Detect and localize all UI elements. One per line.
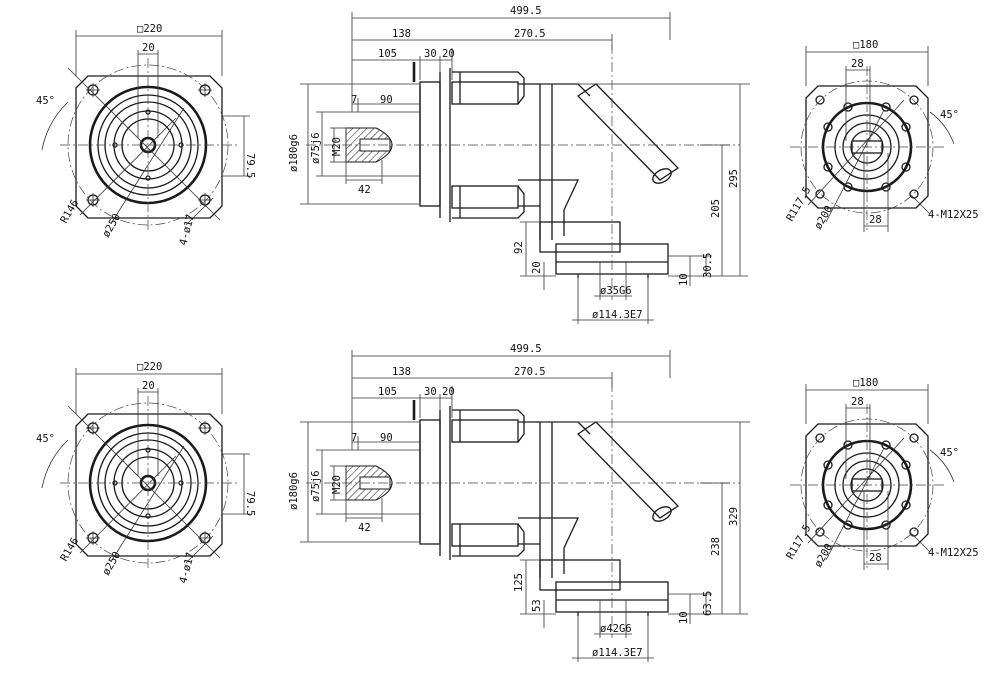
lower-side-flange-label: ø114.3E7 [592,647,643,659]
upper-side-m20-label: M20 [331,137,343,156]
upper-front-pcd-label: ø250 [100,212,123,240]
upper-side-shaft-label: ø75j6 [310,132,322,164]
lower-side-h63-label: 63.5 [702,591,714,616]
upper-side-bore-label: ø35G6 [600,285,632,297]
upper-side-138-label: 138 [392,28,411,40]
upper-side-h20-label: 20 [531,261,543,274]
lower-front-offset-label: 79.5 [244,491,256,516]
upper-end-square-label: □180 [853,39,878,51]
upper-front-view: □220 20 45° 79.5 R146 ø250 4-ø17 [36,23,256,247]
upper-front-angle-label: 45° [36,95,55,107]
lower-side-138-label: 138 [392,366,411,378]
lower-side-90-label: 90 [380,432,393,444]
lower-front-key-label: 20 [142,380,155,392]
upper-end-thread-label: 4-M12X25 [928,209,979,221]
upper-end-key2-label: 28 [869,214,882,226]
upper-front-radius-label: R146 [58,198,81,226]
upper-side-105-label: 105 [378,48,397,60]
lower-end-pcd-label: ø200 [812,542,835,570]
lower-side-shaft-label: ø75j6 [310,470,322,502]
lower-side-view: 499.5 138 270.5 105 30 20 7 90 42 M20 ø7… [288,343,752,664]
upper-side-h205-label: 205 [710,199,722,218]
lower-side-h125-label: 125 [513,573,525,592]
lower-end-key2-label: 28 [869,552,882,564]
lower-end-thread-label: 4-M12X25 [928,547,979,559]
lower-end-key-label: 28 [851,396,864,408]
lower-side-pilot-label: ø180g6 [288,472,300,510]
lower-front-angle-label: 45° [36,433,55,445]
upper-side-flange-label: ø114.3E7 [592,309,643,321]
lower-side-h329-label: 329 [728,507,740,526]
upper-side-7-label: 7 [351,94,357,106]
upper-drawing: □220 20 45° 79.5 R146 ø250 4-ø17 499.5 1… [36,5,979,326]
upper-side-30-label: 30 [424,48,437,60]
upper-side-total-label: 499.5 [510,5,542,17]
upper-side-42-label: 42 [358,184,371,196]
lower-side-7-label: 7 [351,432,357,444]
lower-side-m20-label: M20 [331,475,343,494]
upper-end-view: □180 28 28 45° R117.5 ø200 4-M12X25 [784,39,979,234]
lower-front-square-label: □220 [137,361,162,373]
lower-side-42-label: 42 [358,522,371,534]
upper-front-key-label: 20 [142,42,155,54]
lower-side-h10-label: 10 [678,611,690,624]
lower-side-h238-label: 238 [710,537,722,556]
upper-side-view: 499.5 138 270.5 105 30 20 7 90 42 M20 ø7… [288,5,752,326]
upper-end-key-label: 28 [851,58,864,70]
upper-side-90-label: 90 [380,94,393,106]
upper-front-square-label: □220 [137,23,162,35]
upper-side-h295-label: 295 [728,169,740,188]
lower-drawing: □220 20 45° 79.5 R146 ø250 4-ø17 499.5 1… [36,343,979,664]
lower-front-pcd-label: ø250 [100,550,123,578]
lower-front-radius-label: R146 [58,536,81,564]
lower-side-h53-label: 53 [531,599,543,612]
lower-side-30-label: 30 [424,386,437,398]
upper-side-h10-label: 10 [678,273,690,286]
lower-side-bore-label: ø42G6 [600,623,632,635]
upper-side-pilot-label: ø180g6 [288,134,300,172]
lower-side-total-label: 499.5 [510,343,542,355]
lower-end-square-label: □180 [853,377,878,389]
lower-side-105-label: 105 [378,386,397,398]
lower-front-view: □220 20 45° 79.5 R146 ø250 4-ø17 [36,361,256,585]
upper-side-270-label: 270.5 [514,28,546,40]
upper-front-offset-label: 79.5 [244,153,256,178]
upper-end-pcd-label: ø200 [812,204,835,232]
lower-end-angle-label: 45° [940,447,959,459]
lower-side-270-label: 270.5 [514,366,546,378]
lower-side-20-label: 20 [442,386,455,398]
upper-side-h30-label: 30.5 [702,253,714,278]
upper-end-angle-label: 45° [940,109,959,121]
upper-side-20-label: 20 [442,48,455,60]
upper-side-h92-label: 92 [513,241,525,254]
lower-end-view: □180 28 28 45° R117.5 ø200 4-M12X25 [784,377,979,572]
